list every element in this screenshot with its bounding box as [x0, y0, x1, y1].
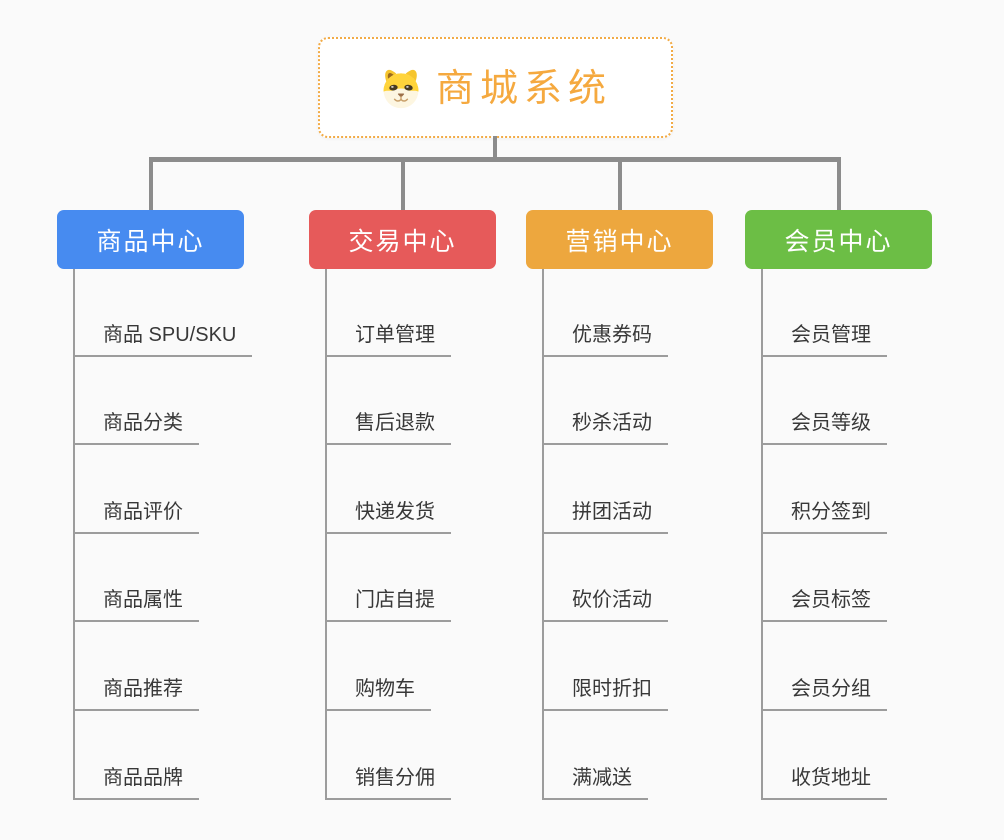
leaf-row: 砍价活动: [542, 534, 668, 623]
leaf-row: 售后退款: [325, 357, 451, 446]
leaf-row: 商品分类: [73, 357, 252, 446]
leaf-row: 订单管理: [325, 268, 451, 357]
leaf-row: 商品品牌: [73, 711, 252, 800]
leaf-node[interactable]: 商品评价: [73, 500, 199, 534]
dog-face-icon: [383, 69, 419, 108]
branch-header[interactable]: 会员中心: [745, 210, 932, 269]
leaf-rows: 会员管理会员等级积分签到会员标签会员分组收货地址: [761, 268, 887, 800]
leaf-node[interactable]: 购物车: [325, 677, 431, 711]
leaf-node[interactable]: 商品品牌: [73, 766, 199, 800]
branch-drop-connector: [617, 162, 622, 210]
leaf-rows: 商品 SPU/SKU 商品分类商品评价商品属性商品推荐商品品牌: [73, 268, 253, 800]
leaf-node[interactable]: 砍价活动: [542, 588, 668, 623]
leaf-row: 会员等级: [761, 357, 887, 446]
leaf-node[interactable]: 拼团活动: [542, 500, 668, 534]
leaf-node[interactable]: 秒杀活动: [542, 411, 668, 446]
leaf-row: 满减送: [542, 711, 668, 800]
leaf-row: 商品 SPU/SKU: [73, 268, 253, 357]
leaf-branch-line: [761, 269, 763, 800]
leaf-node[interactable]: 门店自提: [325, 588, 451, 623]
branch-drop-connector: [836, 162, 841, 210]
leaf-row: 积分签到: [761, 445, 887, 534]
leaf-row: 销售分佣: [325, 711, 451, 800]
branch-drop-connector: [400, 162, 405, 210]
branch-bar-connector: [148, 157, 841, 162]
leaf-node[interactable]: 商品属性: [73, 588, 199, 623]
leaf-node[interactable]: 会员分组: [761, 677, 887, 711]
leaf-row: 秒杀活动: [542, 357, 668, 446]
leaf-node[interactable]: 收货地址: [761, 766, 887, 800]
leaf-row: 快递发货: [325, 445, 451, 534]
leaf-row: 商品评价: [73, 445, 252, 534]
leaf-node[interactable]: 销售分佣: [325, 766, 451, 800]
branch-header[interactable]: 营销中心: [526, 210, 713, 269]
leaf-row: 会员管理: [761, 268, 887, 357]
leaf-node[interactable]: 会员标签: [761, 588, 887, 623]
leaf-branch-line: [542, 269, 544, 800]
leaf-row: 购物车: [325, 622, 451, 711]
leaf-row: 商品属性: [73, 534, 252, 623]
leaf-node[interactable]: 会员等级: [761, 411, 887, 446]
root-stem-connector: [493, 136, 497, 162]
branch-drop-connector: [148, 162, 153, 210]
leaf-node[interactable]: 限时折扣: [542, 677, 668, 711]
branch-header-label: 营销中心: [565, 227, 674, 256]
branch-header[interactable]: 商品中心: [57, 210, 244, 269]
leaf-row: 收货地址: [761, 711, 887, 800]
root-node[interactable]: 商城系统: [318, 37, 673, 138]
leaf-branch-line: [325, 269, 327, 800]
leaf-rows: 订单管理售后退款快递发货门店自提购物车销售分佣: [325, 268, 451, 800]
branch-header-label: 交易中心: [348, 227, 457, 256]
leaf-node[interactable]: 快递发货: [325, 500, 451, 534]
root-title: 商城系统: [435, 67, 612, 110]
leaf-node[interactable]: 积分签到: [761, 500, 887, 534]
leaf-rows: 优惠券码秒杀活动拼团活动砍价活动限时折扣满减送: [542, 268, 668, 800]
leaf-node[interactable]: 售后退款: [325, 411, 451, 446]
leaf-row: 商品推荐: [73, 622, 252, 711]
leaf-node[interactable]: 订单管理: [325, 323, 451, 357]
leaf-row: 限时折扣: [542, 622, 668, 711]
leaf-node[interactable]: 商品分类: [73, 411, 199, 446]
leaf-node[interactable]: 优惠券码: [542, 323, 668, 357]
leaf-branch-line: [73, 269, 75, 800]
leaf-node[interactable]: 商品推荐: [73, 677, 199, 711]
branch-header-label: 会员中心: [784, 227, 893, 256]
leaf-row: 会员标签: [761, 534, 887, 623]
leaf-node[interactable]: 会员管理: [761, 323, 887, 357]
leaf-row: 拼团活动: [542, 445, 668, 534]
leaf-row: 门店自提: [325, 534, 451, 623]
leaf-row: 优惠券码: [542, 268, 668, 357]
branch-header[interactable]: 交易中心: [309, 210, 496, 269]
branch-header-label: 商品中心: [96, 227, 205, 256]
leaf-row: 会员分组: [761, 622, 887, 711]
leaf-node[interactable]: 满减送: [542, 766, 648, 800]
leaf-node[interactable]: 商品 SPU/SKU: [73, 323, 253, 357]
